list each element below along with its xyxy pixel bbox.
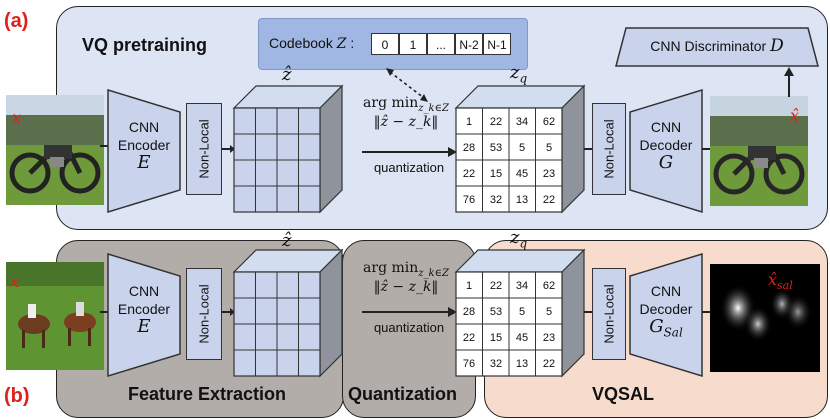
grid-cell: 23 — [543, 332, 555, 344]
quantization-formula-a: arg minz_k∈Z ‖ẑ − z_k‖ — [363, 95, 449, 130]
codebook-cell: N-1 — [483, 33, 511, 55]
grid-cell: 1 — [466, 280, 472, 292]
panel-b-label: (b) — [4, 385, 30, 407]
zq-cube-a: 1 22 34 62 28 53 5 5 22 15 45 23 76 32 1… — [454, 84, 586, 214]
grid-cell: 13 — [516, 358, 528, 370]
quantization-title: Quantization — [348, 384, 457, 404]
grid-cell: 15 — [490, 168, 502, 180]
nonlocal-block-right: Non-Local — [592, 103, 626, 195]
quantization-arrow-a — [362, 147, 457, 157]
grid-cell: 76 — [463, 358, 475, 370]
codebook: Codebook Z : 0 1 ... N-2 N-1 — [258, 18, 528, 70]
quantization-region — [342, 240, 476, 418]
codebook-cell: ... — [427, 33, 455, 55]
grid-cell: 32 — [490, 358, 502, 370]
output-saliency-map — [710, 264, 820, 372]
zhat-label-b: ẑ — [282, 230, 292, 251]
arrow-to-discriminator — [784, 67, 794, 97]
grid-cell: 32 — [490, 194, 502, 206]
zq-grid-values-b: 1 22 34 62 28 53 5 5 22 15 45 23 76 32 1… — [463, 280, 555, 370]
grid-cell: 15 — [490, 332, 502, 344]
decoder-shape — [629, 252, 703, 378]
input-symbol-b: x — [10, 272, 20, 291]
grid-cell: 22 — [490, 280, 502, 292]
grid-cell: 53 — [490, 306, 502, 318]
codebook-cell: N-2 — [455, 33, 483, 55]
panel-a-label: (a) — [4, 10, 29, 32]
grid-cell: 62 — [543, 280, 555, 292]
grid-cell: 28 — [463, 142, 475, 154]
grid-cell: 45 — [516, 168, 528, 180]
nonlocal-block-left: Non-Local — [186, 268, 222, 360]
grid-cell: 5 — [546, 306, 552, 318]
quantization-text-b: quantization — [373, 320, 445, 335]
zq-cube-b: 1 22 34 62 28 53 5 5 22 15 45 23 76 32 1… — [454, 248, 586, 378]
encoder-shape — [107, 252, 181, 378]
grid-cell: 45 — [516, 332, 528, 344]
decoder-shape — [629, 88, 703, 214]
zhat-label-a: ẑ — [282, 64, 292, 85]
zhat-cube-a — [232, 84, 344, 214]
quantization-arrow-b — [362, 307, 457, 317]
grid-cell: 1 — [466, 116, 472, 128]
grid-cell: 5 — [546, 142, 552, 154]
codebook-label: Codebook Z : — [269, 35, 355, 52]
arrow — [222, 145, 235, 153]
input-image-horses — [6, 262, 104, 370]
zhat-cube-b — [232, 248, 344, 378]
codebook-cell: 1 — [399, 33, 427, 55]
input-symbol-a: x — [12, 108, 22, 127]
vqsal-title: VQSAL — [592, 384, 655, 404]
zq-label-b: zq — [510, 227, 528, 251]
grid-cell: 23 — [543, 168, 555, 180]
arrow — [222, 308, 235, 316]
grid-cell: 22 — [463, 168, 475, 180]
grid-cell: 5 — [519, 306, 525, 318]
output-symbol-b: x̂sal — [768, 270, 793, 293]
zq-label-a: zq — [510, 62, 528, 86]
quantization-formula-b: arg minz_k∈Z ‖ẑ − z_k‖ — [363, 260, 449, 295]
grid-cell: 53 — [490, 142, 502, 154]
grid-cell: 22 — [543, 194, 555, 206]
grid-cell: 76 — [463, 194, 475, 206]
codebook-link-arrow — [386, 68, 428, 102]
grid-cell: 34 — [516, 116, 528, 128]
nonlocal-block-left: Non-Local — [186, 103, 222, 195]
nonlocal-block-right: Non-Local — [592, 268, 626, 360]
feature-extraction-title: Feature Extraction — [128, 384, 287, 404]
grid-cell: 34 — [516, 280, 528, 292]
grid-cell: 22 — [463, 332, 475, 344]
zq-grid-values-a: 1 22 34 62 28 53 5 5 22 15 45 23 76 32 1… — [463, 116, 555, 206]
discriminator-shape — [615, 27, 819, 67]
vq-pretraining-title: VQ pretraining — [82, 35, 208, 55]
encoder-shape — [107, 88, 181, 214]
input-image-motorcycle — [6, 95, 104, 205]
grid-cell: 28 — [463, 306, 475, 318]
codebook-cell: 0 — [371, 33, 399, 55]
output-symbol-a: x̂ — [790, 106, 800, 125]
grid-cell: 62 — [543, 116, 555, 128]
grid-cell: 22 — [490, 116, 502, 128]
discriminator-label: CNN Discriminator D — [650, 36, 784, 56]
grid-cell: 5 — [519, 142, 525, 154]
quantization-text-a: quantization — [373, 160, 445, 175]
output-image-motorcycle — [710, 96, 808, 206]
grid-cell: 13 — [516, 194, 528, 206]
grid-cell: 22 — [543, 358, 555, 370]
